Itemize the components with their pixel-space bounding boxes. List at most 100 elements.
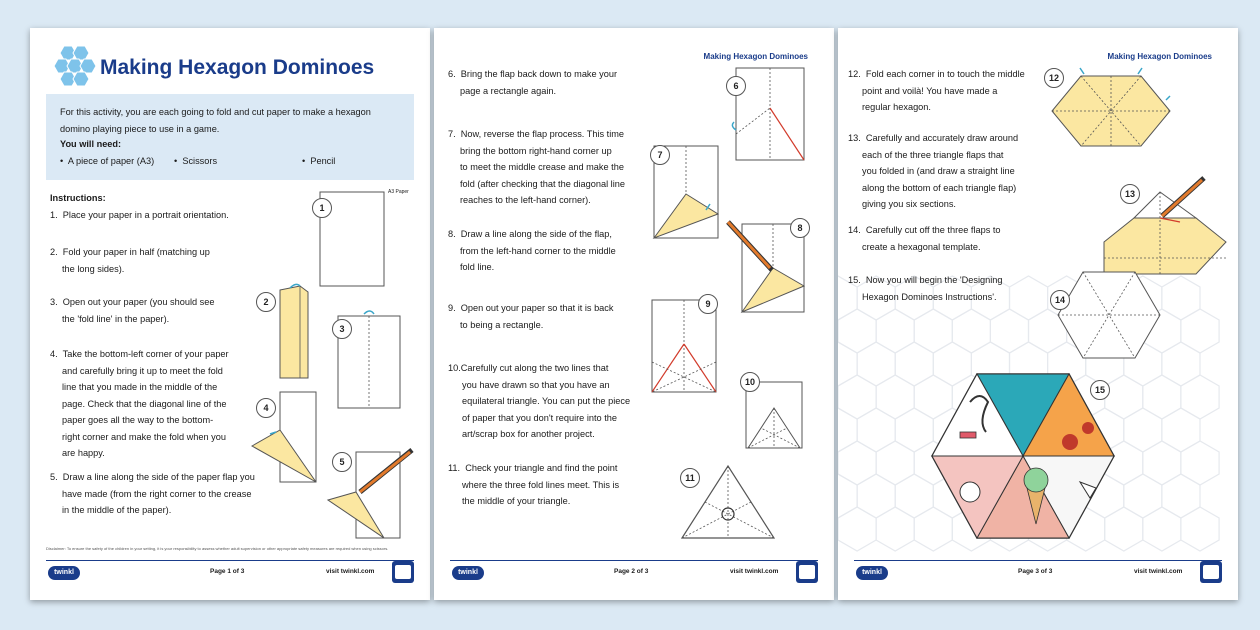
page-number: Page 3 of 3 xyxy=(1018,568,1053,575)
honeycomb-cell xyxy=(838,473,858,519)
honeycomb-cell xyxy=(1180,440,1220,486)
honeycomb-cell xyxy=(856,341,896,387)
figure-number-1: 1 xyxy=(312,198,332,218)
step-12-diagram xyxy=(1051,67,1171,147)
honeycomb-cell xyxy=(838,506,877,552)
footer-divider xyxy=(450,560,818,561)
step-5: 5. Draw a line along the side of the pap… xyxy=(50,472,255,515)
twinkl-logo[interactable]: twinkl xyxy=(452,566,484,580)
figure-number-3: 3 xyxy=(332,319,352,339)
step-8-diagram xyxy=(726,220,806,314)
step-12: 12. Fold each corner in to touch the mid… xyxy=(848,69,1025,112)
honeycomb-cell xyxy=(838,341,858,387)
honeycomb-cell xyxy=(838,440,877,486)
step-9-diagram xyxy=(651,299,717,393)
twinkl-logo[interactable]: twinkl xyxy=(48,566,80,580)
step-15: 15. Now you will begin the 'Designing He… xyxy=(848,275,1003,302)
honeycomb-cell xyxy=(1180,506,1220,552)
worksheet-page-2: Making Hexagon Dominoes 6. Bring the fla… xyxy=(434,28,834,600)
intro-text: For this activity, you are each going to… xyxy=(60,107,371,134)
honeycomb-cell xyxy=(1142,374,1182,420)
worksheet-page-1: Making Hexagon Dominoes For this activit… xyxy=(30,28,430,600)
step-13-diagram xyxy=(1103,176,1227,275)
badge-icon xyxy=(1200,561,1222,583)
honeycomb-cell xyxy=(1161,407,1201,453)
honeycomb-cell xyxy=(989,308,1030,354)
honeycomb-cell xyxy=(1123,407,1163,453)
step-1: 1. Place your paper in a portrait orient… xyxy=(50,210,229,220)
step-2-diagram xyxy=(279,283,309,379)
instructions-heading: Instructions: xyxy=(50,193,106,203)
figure-number-5: 5 xyxy=(332,452,352,472)
figure-number-9: 9 xyxy=(698,294,718,314)
twinkl-logo[interactable]: twinkl xyxy=(856,566,888,580)
step-11: 11. Check your triangle and find the poi… xyxy=(448,463,620,506)
page-title: Making Hexagon Dominoes xyxy=(100,56,375,79)
footer-divider xyxy=(854,560,1222,561)
page-header: Making Hexagon Dominoes xyxy=(703,52,808,61)
honeycomb-cell xyxy=(875,308,915,354)
honeycomb-cell xyxy=(875,374,915,420)
figure-number-15: 15 xyxy=(1090,380,1110,400)
step-7: 7. Now, reverse the flap process. This t… xyxy=(448,129,625,205)
step-1-diagram xyxy=(319,191,385,287)
figure-number-10: 10 xyxy=(740,372,760,392)
step-13: 13. Carefully and accurately draw around… xyxy=(848,133,1019,209)
step-6: 6. Bring the flap back down to make your… xyxy=(448,69,618,96)
page-number: Page 2 of 3 xyxy=(614,568,649,575)
honeycomb-cell xyxy=(1142,440,1182,486)
figure-number-13: 13 xyxy=(1120,184,1140,204)
step-8: 8. Draw a line along the side of the fla… xyxy=(448,229,616,272)
figure-number-11: 11 xyxy=(680,468,700,488)
figure-number-7: 7 xyxy=(650,145,670,165)
honeycomb-cell xyxy=(856,473,896,519)
step-6-diagram xyxy=(731,67,805,161)
honeycomb-cell xyxy=(838,407,858,453)
honeycomb-background xyxy=(838,275,1220,552)
honeycomb-cell xyxy=(894,407,934,453)
step-4: 4. Take the bottom-left corner of your p… xyxy=(50,349,229,458)
step-10: 10.Carefully cut along the two lines tha… xyxy=(448,363,631,439)
step-11-diagram xyxy=(680,464,776,539)
material-item: • Pencil xyxy=(302,156,336,166)
honeycomb-cell xyxy=(894,473,934,519)
paper-size-label: A3 Paper xyxy=(388,189,409,195)
honeycomb-cell xyxy=(875,506,915,552)
honeycomb-cell xyxy=(1161,341,1201,387)
figure-number-6: 6 xyxy=(726,76,746,96)
step-14-diagram xyxy=(1057,271,1161,359)
step-2: 2. Fold your paper in half (matching up … xyxy=(50,247,210,274)
honeycomb-cell xyxy=(838,374,877,420)
figure-number-2: 2 xyxy=(256,292,276,312)
figure-number-8: 8 xyxy=(790,218,810,238)
honeycomb-cell xyxy=(1180,374,1220,420)
material-item: • A piece of paper (A3) xyxy=(60,156,155,166)
step-5-diagram xyxy=(326,448,414,539)
you-will-need-label: You will need: xyxy=(60,139,122,149)
step-4-diagram xyxy=(250,391,317,483)
site-link[interactable]: visit twinkl.com xyxy=(1134,568,1183,575)
site-link[interactable]: visit twinkl.com xyxy=(730,568,779,575)
honeycomb-cell xyxy=(1142,506,1182,552)
honeycomb-cell xyxy=(951,308,991,354)
honeycomb-cell xyxy=(1161,473,1201,519)
hexagon-logo-icon xyxy=(53,45,97,87)
honeycomb-cell xyxy=(875,440,915,486)
figure-number-14: 14 xyxy=(1050,290,1070,310)
step-9: 9. Open out your paper so that it is bac… xyxy=(448,303,614,330)
honeycomb-cell xyxy=(913,308,953,354)
hexagon-domino-example xyxy=(931,372,1115,540)
step-3: 3. Open out your paper (you should see t… xyxy=(50,297,215,324)
footer-divider xyxy=(46,560,414,561)
step-10-diagram xyxy=(745,381,803,449)
page-number: Page 1 of 3 xyxy=(210,568,245,575)
material-item: • Scissors xyxy=(174,156,218,166)
honeycomb-cell xyxy=(894,341,934,387)
badge-icon xyxy=(392,561,414,583)
honeycomb-cell xyxy=(1008,275,1049,321)
honeycomb-cell xyxy=(1180,308,1220,354)
figure-number-4: 4 xyxy=(256,398,276,418)
site-link[interactable]: visit twinkl.com xyxy=(326,568,375,575)
step-14: 14. Carefully cut off the three flaps to… xyxy=(848,225,1001,252)
badge-icon xyxy=(796,561,818,583)
